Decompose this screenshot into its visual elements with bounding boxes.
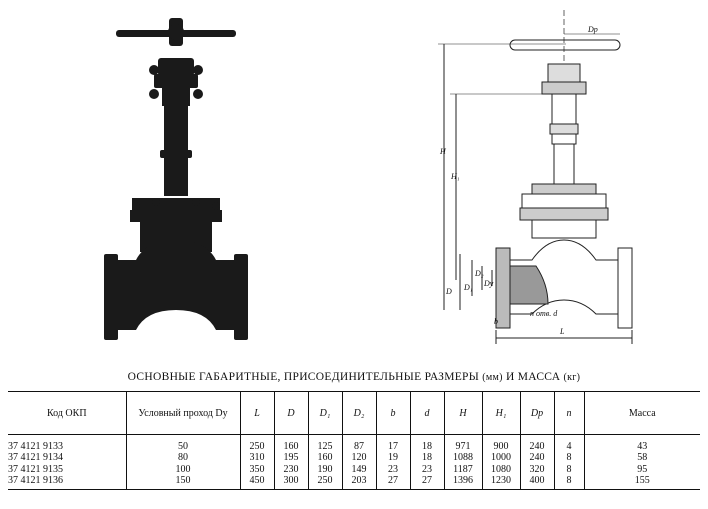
col-cells: 4 8 8 8 [553, 434, 584, 491]
table-cell: 1080 [491, 463, 511, 475]
col-header: Условный проход Dу [125, 391, 240, 435]
dim-l: L [559, 327, 565, 336]
table-cell: 27 [388, 474, 398, 486]
table-cell: 310 [249, 452, 265, 464]
table-cell: 58 [637, 452, 648, 464]
table-cell: 240 [529, 441, 545, 452]
caption-conj: И МАССА [505, 371, 561, 383]
table-cell: 160 [283, 441, 299, 452]
table-cell: 160 [317, 452, 333, 464]
col-cells: 125 160 190 250 [307, 434, 342, 491]
col-cells: 971 1088 1187 1396 [443, 434, 482, 491]
dim-h1: H₁ [450, 172, 460, 181]
table-cell: 400 [529, 474, 545, 486]
col-header: Dр [519, 391, 554, 435]
table-cell: 27 [422, 474, 432, 486]
table-body-row: 37 4121 9133 37 4121 9134 37 4121 9135 3… [8, 434, 700, 491]
col-cells: 50 80 100 150 [125, 434, 240, 491]
caption-units-mm: (мм) [482, 372, 503, 383]
table-cell: 190 [317, 463, 333, 475]
table-cell: 18 [422, 452, 432, 464]
table-cell: 19 [388, 452, 398, 464]
dim-dy: Dу [483, 279, 494, 288]
table-cell: 250 [249, 441, 265, 452]
table-cell: 8 [566, 474, 572, 486]
table-cell: 150 [175, 474, 191, 486]
col-cells: 37 4121 9133 37 4121 9134 37 4121 9135 3… [8, 434, 126, 491]
col-header: H [443, 391, 482, 435]
table-cell: 23 [388, 463, 398, 475]
col-cells: 87 120 149 203 [341, 434, 376, 491]
table-cell: 23 [422, 463, 432, 475]
table-cell: 43 [637, 441, 648, 452]
valve-photo [104, 18, 248, 340]
table-cell: 195 [283, 452, 299, 464]
table-cell: 1396 [453, 474, 473, 486]
dim-note: п отв. d [530, 309, 558, 318]
col-header: n [553, 391, 584, 435]
table-cell: 971 [455, 441, 471, 452]
table-cell: 125 [317, 441, 333, 452]
col-header: D₂ [341, 391, 376, 435]
table-cell: 50 [178, 441, 188, 452]
table-caption: ОСНОВНЫЕ ГАБАРИТНЫЕ, ПРИСОЕДИНИТЕЛЬНЫЕ Р… [0, 371, 708, 383]
table-cell: 320 [529, 463, 545, 475]
table-cell: 300 [283, 474, 299, 486]
table-cell: 1187 [453, 463, 473, 475]
table-cell: 8 [566, 452, 572, 464]
table-cell: 100 [175, 463, 191, 475]
table-cell: 230 [283, 463, 299, 475]
dim-d1: D₁ [463, 283, 473, 292]
dim-dp: Dр [587, 25, 598, 34]
col-header: D [273, 391, 308, 435]
table-cell: 37 4121 9135 [8, 463, 63, 475]
col-cells: 250 310 350 450 [239, 434, 274, 491]
table-cell: 87 [354, 441, 364, 452]
table-cell: 149 [351, 463, 367, 475]
col-header: Код ОКП [8, 391, 126, 435]
table-cell: 80 [178, 452, 188, 464]
table-cell: 240 [529, 452, 545, 464]
table-cell: 37 4121 9133 [8, 441, 63, 452]
dimensions-table: Код ОКП Условный проход Dу L D D₁ D₂ b d… [8, 391, 700, 491]
col-header: H₁ [481, 391, 520, 435]
col-cells: 43 58 95 155 [583, 434, 700, 491]
col-cells: 160 195 230 300 [273, 434, 308, 491]
table-cell: 37 4121 9134 [8, 452, 63, 464]
col-header: d [409, 391, 444, 435]
table-cell: 17 [388, 441, 398, 452]
col-header: L [239, 391, 274, 435]
table-cell: 250 [317, 474, 333, 486]
table-cell: 900 [493, 441, 509, 452]
table-cell: 1088 [453, 452, 473, 464]
table-cell: 1230 [491, 474, 511, 486]
table-cell: 155 [634, 474, 650, 486]
col-cells: 18 18 23 27 [409, 434, 444, 491]
table-cell: 95 [637, 463, 648, 475]
table-cell: 350 [249, 463, 265, 475]
col-header: D₁ [307, 391, 342, 435]
table-cell: 450 [249, 474, 265, 486]
table-cell: 1000 [491, 452, 511, 464]
table-cell: 8 [566, 463, 572, 475]
valve-drawing: Dр H H₁ D D₁ D₂ Dу b L п отв. d [438, 10, 633, 344]
col-cells: 17 19 23 27 [375, 434, 410, 491]
dim-d2: D₂ [474, 269, 484, 278]
table-cell: 37 4121 9136 [8, 474, 63, 486]
caption-units-kg: (кг) [563, 372, 581, 383]
table-cell: 120 [351, 452, 367, 464]
table-cell: 4 [566, 441, 572, 452]
col-header: Масса [583, 391, 700, 435]
col-cells: 240 240 320 400 [519, 434, 554, 491]
table-cell: 203 [351, 474, 367, 486]
table-header-row: Код ОКП Условный проход Dу L D D₁ D₂ b d… [8, 391, 700, 435]
table-cell: 18 [422, 441, 432, 452]
dim-h: H [439, 147, 447, 156]
dim-b: b [494, 317, 498, 326]
col-header: b [375, 391, 410, 435]
col-cells: 900 1000 1080 1230 [481, 434, 520, 491]
dim-d: D [445, 287, 452, 296]
caption-main: ОСНОВНЫЕ ГАБАРИТНЫЕ, ПРИСОЕДИНИТЕЛЬНЫЕ Р… [127, 371, 480, 383]
